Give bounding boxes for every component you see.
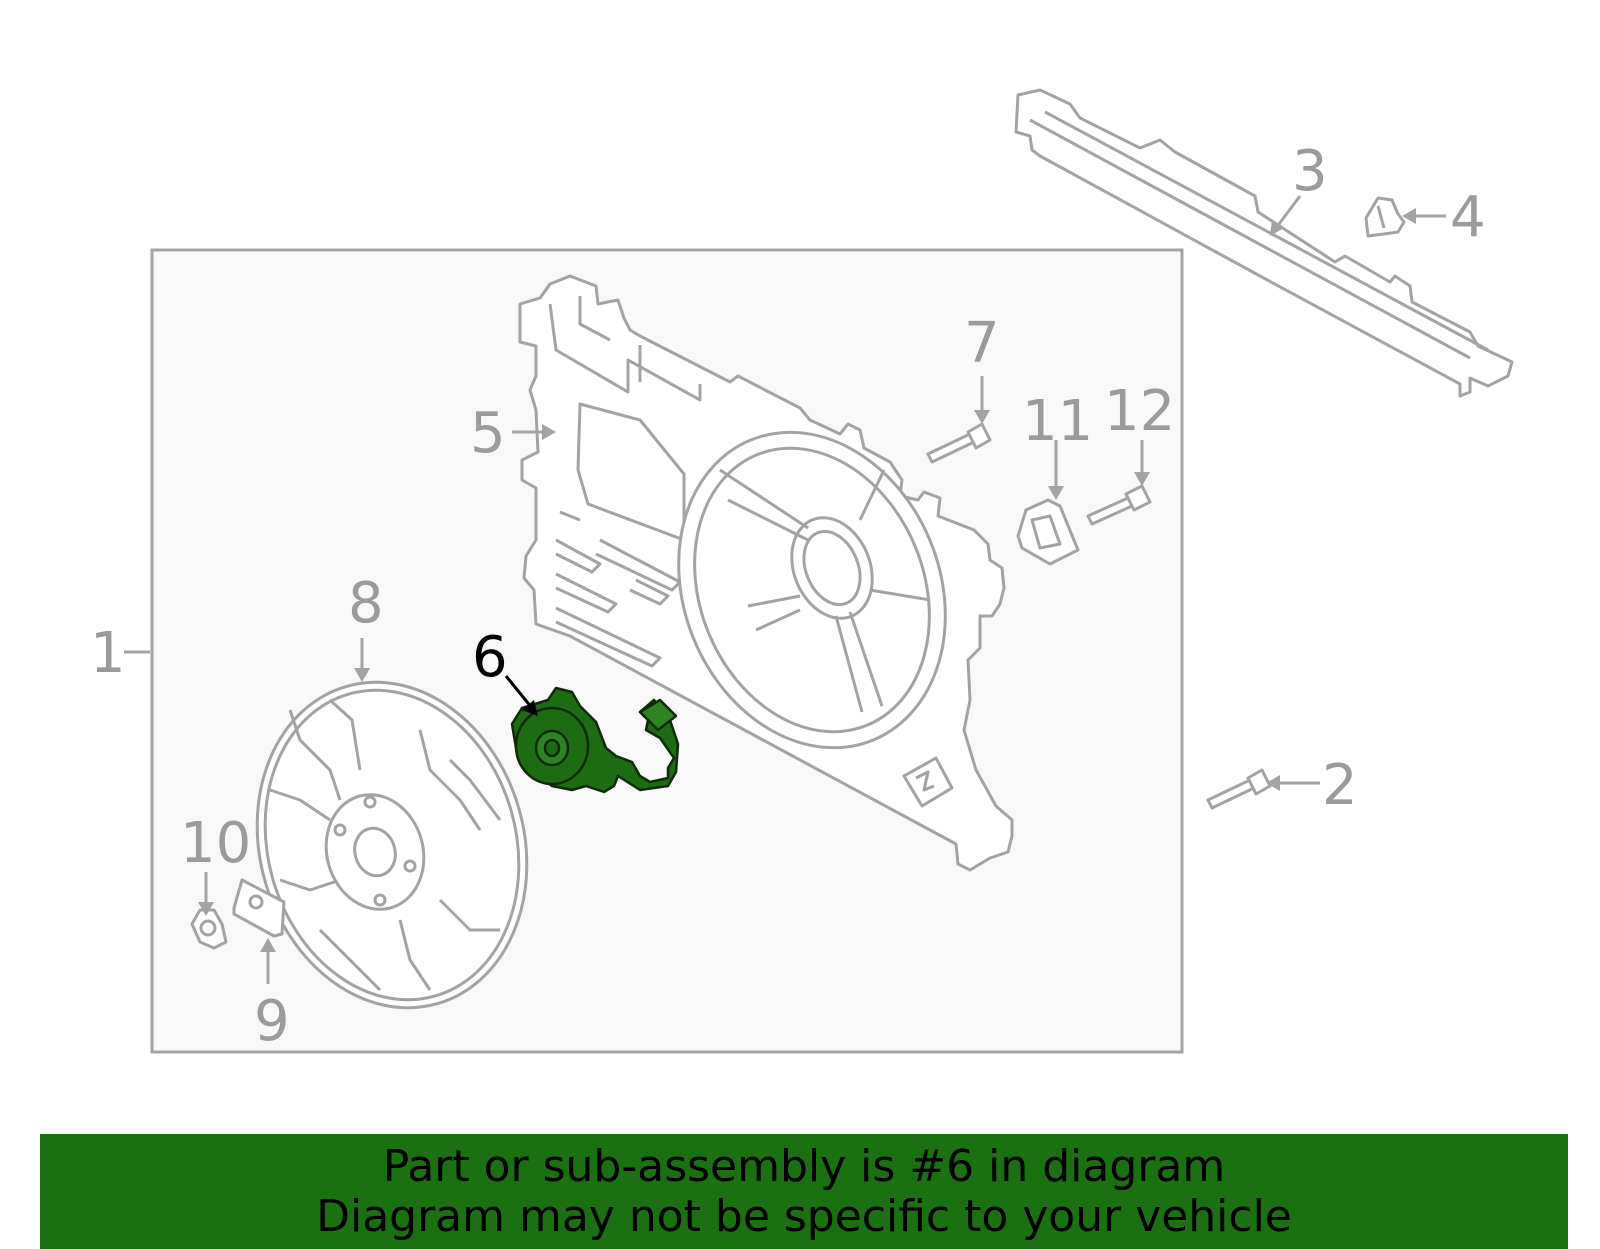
arrowhead-12: [1134, 472, 1150, 486]
part-7-bolt[interactable]: [926, 422, 992, 464]
arrowhead-7: [974, 410, 990, 424]
leader-lines: [124, 195, 1446, 984]
callout-10: 10: [180, 811, 251, 876]
leader-arrowheads: [198, 208, 1416, 952]
banner-line-2: Diagram may not be specific to your vehi…: [316, 1191, 1292, 1242]
leader-3: [1274, 195, 1302, 229]
callout-1: 1: [90, 621, 126, 686]
callout-4: 4: [1450, 185, 1486, 250]
arrowhead-3: [1270, 220, 1284, 236]
banner-line-1: Part or sub-assembly is #6 in diagram: [382, 1141, 1226, 1192]
callout-9: 9: [254, 989, 290, 1054]
arrowhead-5: [542, 424, 556, 440]
part-10-nut[interactable]: [190, 908, 228, 950]
arrowhead-9: [260, 938, 276, 952]
callout-11: 11: [1022, 389, 1093, 454]
arrowhead-2: [1266, 775, 1280, 791]
part-8-fan-blade[interactable]: [220, 650, 565, 1040]
arrowhead-11: [1048, 486, 1064, 500]
callout-5: 5: [470, 401, 506, 466]
arrowhead-4: [1402, 208, 1416, 224]
callout-12: 12: [1104, 379, 1175, 444]
part-2-bolt[interactable]: [1206, 768, 1272, 810]
part-12-bolt[interactable]: [1086, 484, 1152, 526]
callout-labels: 1 2 3 4 5 7 8 9 10 11 12: [90, 139, 1486, 1054]
info-banner: Part or sub-assembly is #6 in diagram Di…: [40, 1134, 1568, 1249]
part-5-fan-shroud[interactable]: [518, 274, 1014, 872]
callout-2: 2: [1322, 753, 1358, 818]
leader-6-highlight: [504, 675, 538, 716]
part-11-bracket[interactable]: [1016, 498, 1080, 566]
arrowhead-10: [198, 902, 214, 916]
arrowhead-8: [354, 668, 370, 682]
part-4-clip[interactable]: [1364, 196, 1406, 238]
callout-8: 8: [348, 571, 384, 636]
part-3-bracket[interactable]: [1014, 88, 1514, 398]
part-6-fan-motor[interactable]: [510, 686, 680, 794]
callout-6: 6: [472, 625, 508, 690]
callout-7: 7: [964, 311, 1000, 376]
part-9-plate[interactable]: [232, 878, 286, 938]
callout-3: 3: [1292, 139, 1328, 204]
